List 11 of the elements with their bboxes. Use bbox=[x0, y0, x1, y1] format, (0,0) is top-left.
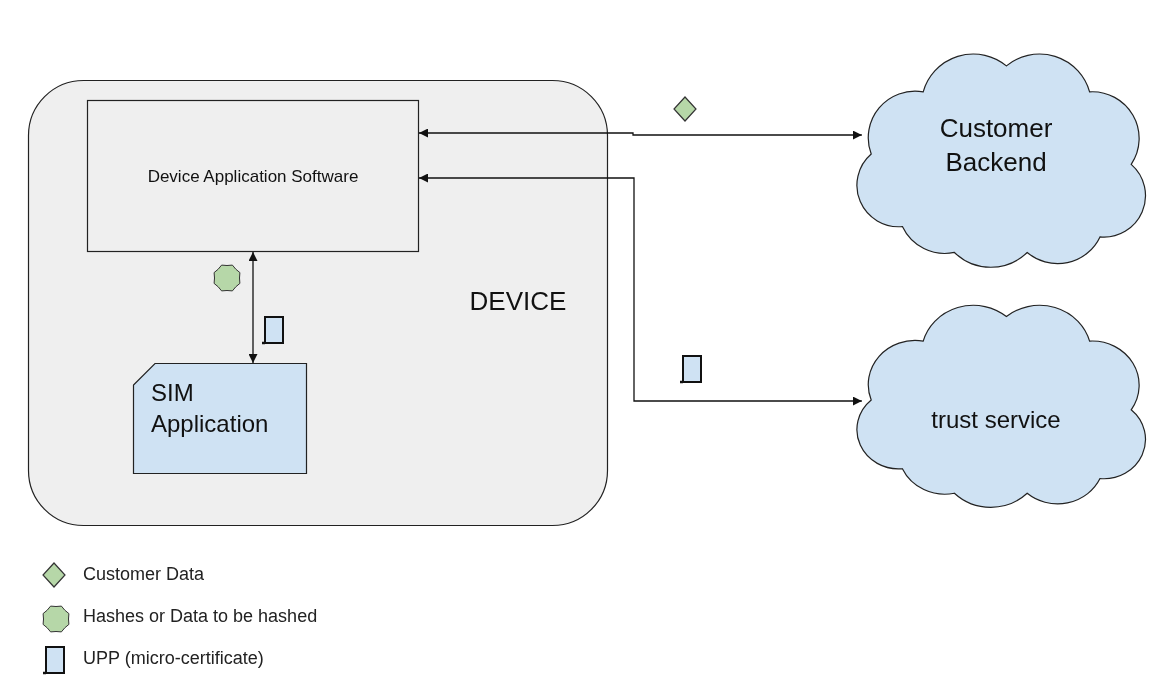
arrow bbox=[248, 251, 258, 364]
node-label: Device Application Software bbox=[146, 166, 360, 188]
node-label: trust service bbox=[930, 405, 1062, 435]
arrow bbox=[418, 173, 863, 406]
legend-label: Hashes or Data to be hashed bbox=[83, 606, 318, 627]
legend-label: UPP (micro-certificate) bbox=[83, 648, 264, 669]
legend-label: Customer Data bbox=[83, 564, 205, 585]
node-label: SIM Application bbox=[151, 378, 270, 440]
node-label: Customer Backend bbox=[938, 112, 1054, 179]
arrow bbox=[418, 128, 863, 140]
container-label: DEVICE bbox=[468, 285, 568, 318]
